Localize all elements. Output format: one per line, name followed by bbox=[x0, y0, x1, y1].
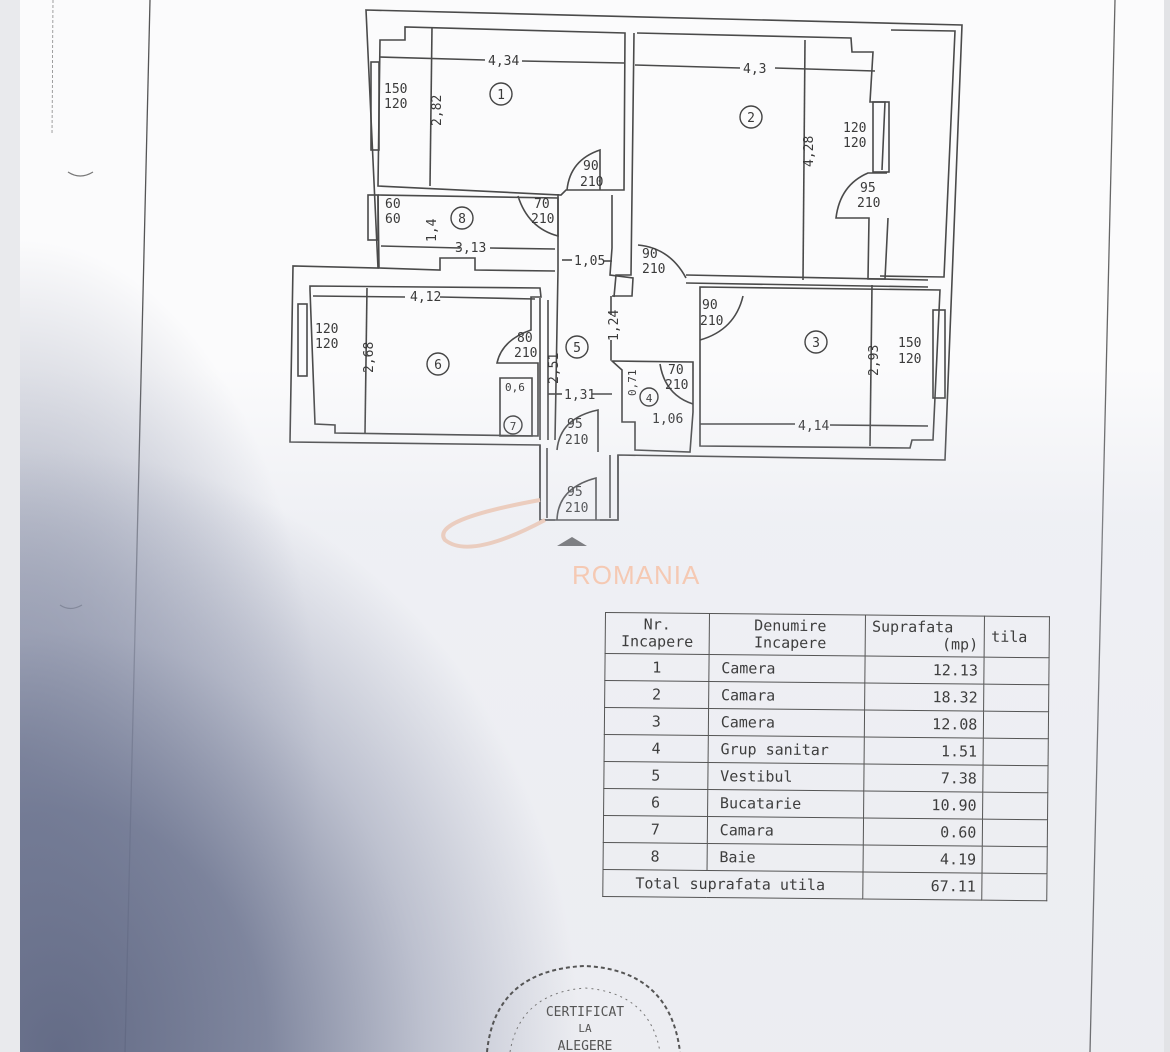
door-room1-h: 210 bbox=[580, 175, 603, 190]
door-room3-h: 210 bbox=[700, 314, 723, 329]
dim-room1-depth: 2,82 bbox=[430, 95, 445, 126]
dim-room3-depth: 2,93 bbox=[867, 345, 882, 376]
table-row: 2 Camara 18.32 bbox=[604, 680, 1049, 712]
window-room8-w: 60 bbox=[385, 197, 401, 212]
stamp-line-3: ALEGERE bbox=[558, 1039, 613, 1052]
dim-room2-depth: 4,28 bbox=[802, 136, 817, 167]
table-row: 1 Camera 12.13 bbox=[604, 653, 1050, 685]
dim-room1-width: 4,34 bbox=[488, 54, 519, 69]
window-room3-h: 120 bbox=[898, 352, 921, 367]
header-name: Denumire Incapere bbox=[708, 613, 866, 656]
dim-room4-depth: 0,71 bbox=[626, 370, 639, 397]
room-area-table: Nr. Incapere Denumire Incapere Suprafata… bbox=[602, 612, 1050, 901]
room-number-6: 6 bbox=[434, 358, 442, 373]
dim-room8-depth: 1,4 bbox=[425, 218, 440, 242]
balcony-door-w: 95 bbox=[860, 181, 876, 196]
entrance-door-w: 95 bbox=[567, 485, 583, 500]
table-row: 8 Baie 4.19 bbox=[603, 842, 1048, 874]
table-header-row: Nr. Incapere Denumire Incapere Suprafata… bbox=[605, 612, 1050, 658]
door-room4-w: 70 bbox=[668, 363, 684, 378]
table-row: 7 Camara 0.60 bbox=[603, 815, 1048, 847]
dim-room6-width: 4,12 bbox=[410, 290, 441, 305]
room-number-8: 8 bbox=[458, 212, 466, 227]
table-row: 3 Camera 12.08 bbox=[604, 707, 1049, 739]
table-row: 5 Vestibul 7.38 bbox=[603, 761, 1049, 793]
window-room6-w: 120 bbox=[315, 322, 338, 337]
door-room4-h: 210 bbox=[665, 378, 688, 393]
total-value: 67.11 bbox=[862, 871, 983, 901]
door-room5-w: 95 bbox=[567, 417, 583, 432]
door-room1-w: 90 bbox=[583, 159, 599, 174]
dim-room5-width: 1,31 bbox=[564, 388, 595, 403]
window-room3-w: 150 bbox=[898, 336, 921, 351]
room-number-4: 4 bbox=[646, 392, 653, 405]
window-room1-w: 150 bbox=[384, 82, 407, 97]
stamp-line-1: CERTIFICAT bbox=[546, 1005, 624, 1020]
header-area: Suprafata (mp) bbox=[865, 615, 985, 658]
window-room8-h: 60 bbox=[385, 212, 401, 227]
door-room8-h: 210 bbox=[531, 212, 554, 227]
table-total-row: Total suprafata utila 67.11 bbox=[602, 869, 1048, 901]
room-number-2: 2 bbox=[747, 111, 755, 126]
page-edge bbox=[1164, 0, 1170, 1052]
watermark-swoosh-icon bbox=[441, 498, 546, 549]
door-room6-w: 80 bbox=[517, 331, 533, 346]
dim-room3-width: 4,14 bbox=[798, 419, 829, 434]
scanned-document-page: 1 2 3 4 5 6 7 8 4,34 150 120 2,82 90 210… bbox=[20, 0, 1170, 1052]
dim-corridor-length: 1,24 bbox=[607, 310, 622, 341]
total-label: Total suprafata utila bbox=[602, 869, 864, 899]
entrance-arrow-icon bbox=[557, 537, 587, 546]
window-room2-h: 120 bbox=[843, 136, 866, 151]
door-room3-w: 90 bbox=[702, 298, 718, 313]
header-extra: tila bbox=[984, 616, 1050, 658]
door-room8-w: 70 bbox=[534, 197, 550, 212]
door-room5-h: 210 bbox=[565, 433, 588, 448]
window-room6-h: 120 bbox=[315, 337, 338, 352]
door-room2-h: 210 bbox=[642, 262, 665, 277]
window-room1-h: 120 bbox=[384, 97, 407, 112]
entrance-door-h: 210 bbox=[565, 501, 588, 516]
dim-corridor-width: 1,05 bbox=[574, 254, 605, 269]
dim-room4-width: 1,06 bbox=[652, 412, 683, 427]
room-number-7: 7 bbox=[510, 420, 517, 433]
room-number-3: 3 bbox=[812, 336, 820, 351]
dim-room7-width: 0,6 bbox=[505, 381, 525, 394]
stamp-line-2: LA bbox=[578, 1022, 592, 1035]
dim-room2-width: 4,3 bbox=[743, 62, 766, 77]
room-number-5: 5 bbox=[573, 341, 581, 356]
official-stamp: CERTIFICAT LA ALEGERE bbox=[486, 964, 681, 1052]
window-room2-w: 120 bbox=[843, 121, 866, 136]
balcony-door-h: 210 bbox=[857, 196, 880, 211]
watermark-text: ROMANIA bbox=[572, 560, 701, 590]
header-nr: Nr. Incapere bbox=[605, 612, 710, 655]
door-room6-h: 210 bbox=[514, 346, 537, 361]
dim-room5-depth: 2,51 bbox=[547, 353, 562, 384]
dim-room6-depth: 2,68 bbox=[362, 342, 377, 373]
table-row: 6 Bucatarie 10.90 bbox=[603, 788, 1048, 820]
table-row: 4 Grup sanitar 1.51 bbox=[604, 734, 1049, 766]
dim-room8-width: 3,13 bbox=[455, 241, 486, 256]
door-room2-w: 90 bbox=[642, 247, 658, 262]
room-number-1: 1 bbox=[497, 88, 505, 103]
